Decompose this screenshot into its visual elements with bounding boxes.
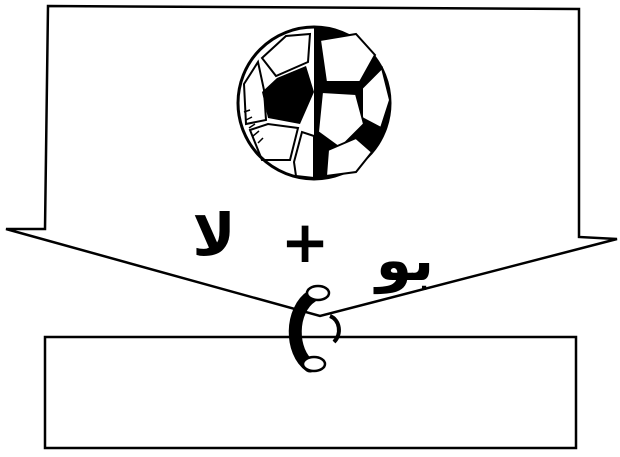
plus-operator: + [281,208,330,276]
result-box [45,337,576,448]
left-word: لا [192,201,235,269]
soccer-ball-icon [238,27,390,179]
right-word: بو [373,226,434,295]
